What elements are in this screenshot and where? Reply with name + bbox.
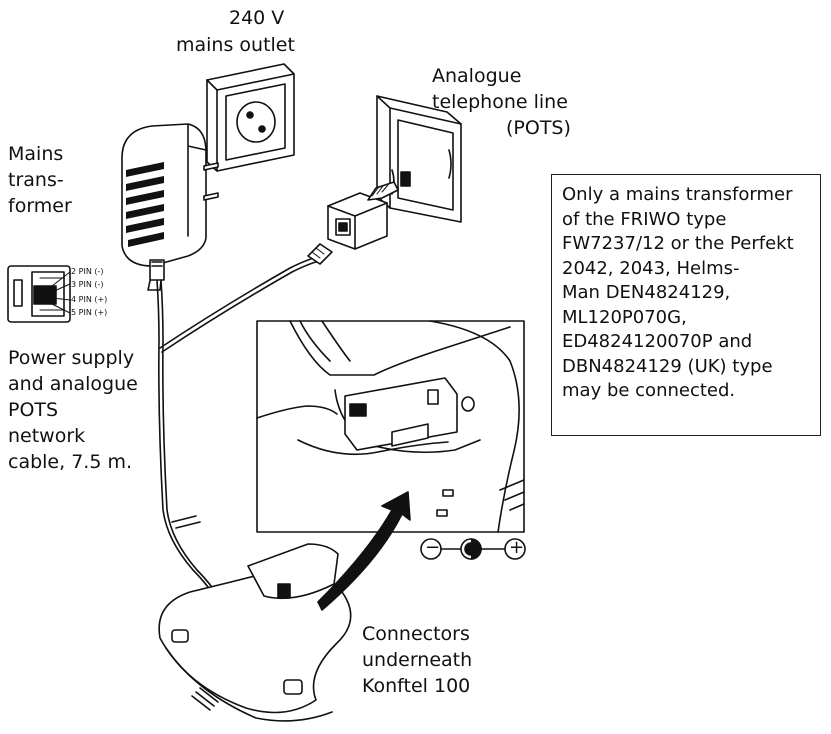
note-line-7: ED4824120070P and: [562, 331, 753, 352]
transformer-label-line-2: trans-: [8, 169, 64, 191]
note-line-1: Only a mains transformer: [562, 184, 793, 205]
connectors-label-line-1: Connectors: [362, 623, 470, 645]
note-line-2: of the FRIWO type: [562, 208, 727, 230]
connectors-label-line-3: Konftel 100: [362, 675, 471, 697]
compatibility-note: Only a mains transformer of the FRIWO ty…: [551, 174, 821, 436]
telephone-socket-illustration: [376, 95, 462, 223]
note-line-8: DBN4824129 (UK) type: [562, 355, 773, 377]
telephone-label-line-3: (POTS): [506, 117, 571, 139]
mains-transformer-illustration: [121, 123, 219, 291]
cable-label-line-1: Power supply: [8, 347, 135, 369]
pin-label-2: 2 PIN (-): [71, 267, 104, 276]
polarity-symbol: [420, 538, 526, 560]
connectors-label-line-2: underneath: [362, 649, 473, 671]
connector-pinout-illustration: [7, 265, 71, 323]
pointer-arrow: [317, 491, 411, 611]
polarity-positive-sign: +: [509, 537, 525, 558]
pin-label-3: 3 PIN (-): [71, 280, 104, 289]
polarity-negative-sign: −: [425, 537, 441, 558]
inset-frame-illustration: [256, 320, 525, 533]
cable-label-line-2: and analogue: [8, 373, 138, 395]
transformer-label-line-1: Mains: [8, 143, 64, 165]
cable-label-line-3: POTS: [8, 399, 59, 421]
note-line-4: 2042, 2043, Helms-: [562, 257, 740, 279]
cable-label-line-4: network: [8, 425, 86, 447]
telephone-label-line-1: Analogue: [432, 65, 522, 87]
outlet-label-line-2: mains outlet: [176, 34, 295, 56]
mains-outlet-illustration: [206, 63, 295, 172]
pin-label-5: 5 PIN (+): [71, 308, 108, 317]
telephone-label-line-2: telephone line: [432, 91, 568, 113]
note-line-3: FW7237/12 or the Perfekt: [562, 233, 794, 254]
note-line-5: Man DEN4824129,: [562, 282, 731, 303]
note-line-6: ML120P070G,: [562, 306, 687, 328]
transformer-label-line-3: former: [8, 195, 72, 217]
konftel-unit-illustration: [158, 543, 352, 722]
outlet-label-line-1: 240 V: [229, 7, 285, 29]
pots-adapter-illustration: [327, 181, 399, 250]
pin-label-4: 4 PIN (+): [71, 295, 108, 304]
note-line-9: may be connected.: [562, 380, 736, 401]
cable-label-line-5: cable, 7.5 m.: [8, 451, 133, 473]
